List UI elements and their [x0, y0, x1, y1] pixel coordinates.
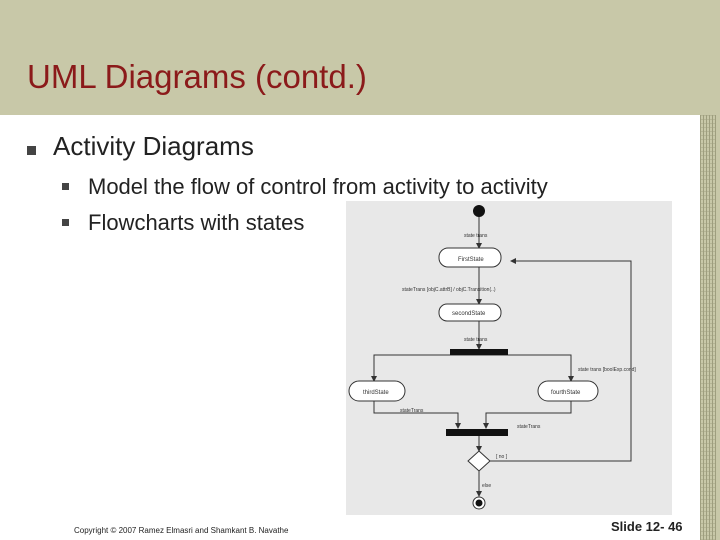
activity-diagram-svg: state trans FirstState stateTrans [objC.… — [348, 205, 636, 510]
slide-title: UML Diagrams (contd.) — [27, 58, 367, 95]
bullet-square-icon — [62, 219, 69, 226]
slide-number: Slide 12- 46 — [611, 519, 683, 534]
fourth-state — [537, 380, 599, 402]
start-node — [473, 205, 485, 217]
decision-node — [467, 450, 491, 472]
trans5-label: stateTrans — [400, 408, 424, 414]
state2-label: secondState — [452, 311, 486, 317]
bullet-square-icon — [62, 183, 69, 190]
join-bar — [446, 429, 508, 436]
third-state — [348, 380, 406, 402]
trans6-label: stateTrans — [517, 424, 541, 430]
sub-bullet-flowcharts: Flowcharts with states — [88, 210, 305, 235]
bullet-activity-diagrams: Activity Diagrams — [53, 131, 254, 161]
trans1-label: state trans — [464, 233, 488, 239]
first-state — [438, 247, 502, 268]
state3-label: thirdState — [363, 390, 389, 396]
trans4-label: state trans [boolExp.cond] — [578, 367, 636, 373]
trans8-label: else — [482, 483, 491, 489]
second-state — [438, 303, 502, 322]
trans2-label: stateTrans [objC.attrB] / objC.Transitio… — [402, 287, 496, 293]
sub-bullet-flow-of-control: Model the flow of control from activity … — [88, 174, 548, 199]
trans7-label: [ no ] — [496, 454, 508, 460]
decorative-pattern — [700, 115, 716, 540]
trans3-label: state trans — [464, 337, 488, 343]
state1-label: FirstState — [458, 257, 484, 263]
activity-diagram-figure: state trans FirstState stateTrans [objC.… — [346, 201, 672, 515]
copyright-footer: Copyright © 2007 Ramez Elmasri and Shamk… — [74, 526, 289, 535]
end-node-dot — [475, 499, 483, 507]
fork-bar — [450, 349, 508, 355]
state4-label: fourthState — [551, 390, 581, 396]
header-band — [0, 0, 720, 115]
bullet-square-icon — [27, 146, 36, 155]
